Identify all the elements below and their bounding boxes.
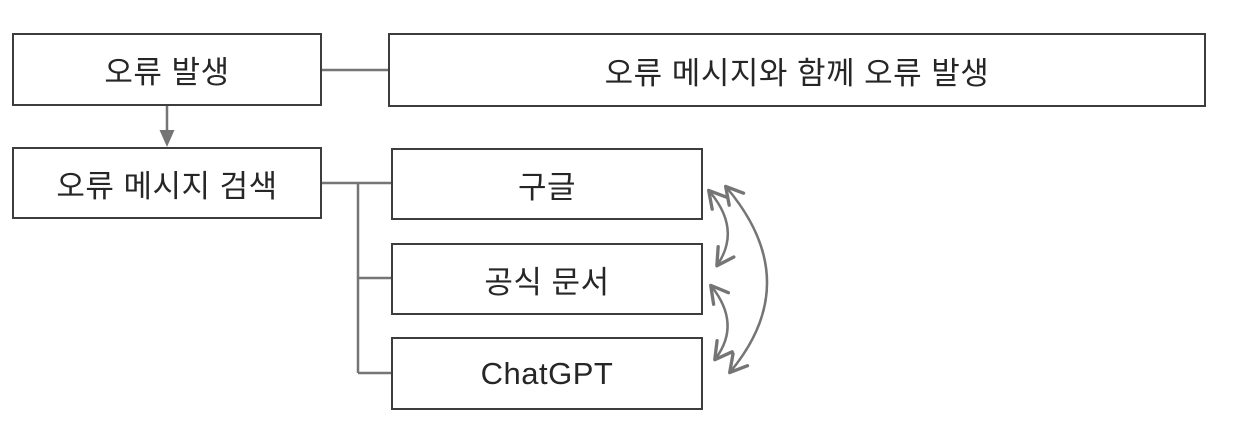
arc-google-chatgpt: [723, 184, 769, 375]
node-google-label: 구글: [517, 169, 577, 205]
node-search-label: 오류 메시지 검색: [56, 168, 278, 204]
node-error-with-message: 오류 메시지와 함께 오류 발생: [388, 33, 1206, 107]
node-error-with-message-label: 오류 메시지와 함께 오류 발생: [604, 55, 990, 91]
node-error: 오류 발생: [12, 33, 322, 106]
node-error-label: 오류 발생: [104, 55, 230, 90]
node-official-docs: 공식 문서: [391, 243, 703, 315]
node-search-error-message: 오류 메시지 검색: [12, 147, 322, 219]
branch-search-to-children: [322, 181, 391, 375]
arrow-error-to-search-head: [159, 130, 175, 147]
node-google: 구글: [391, 148, 703, 220]
node-chatgpt: ChatGPT: [391, 337, 703, 410]
arc-google-docs: [706, 188, 736, 268]
node-chatgpt-label: ChatGPT: [480, 355, 614, 391]
arc-docs-chatgpt: [709, 283, 734, 362]
node-official-docs-label: 공식 문서: [484, 264, 610, 300]
